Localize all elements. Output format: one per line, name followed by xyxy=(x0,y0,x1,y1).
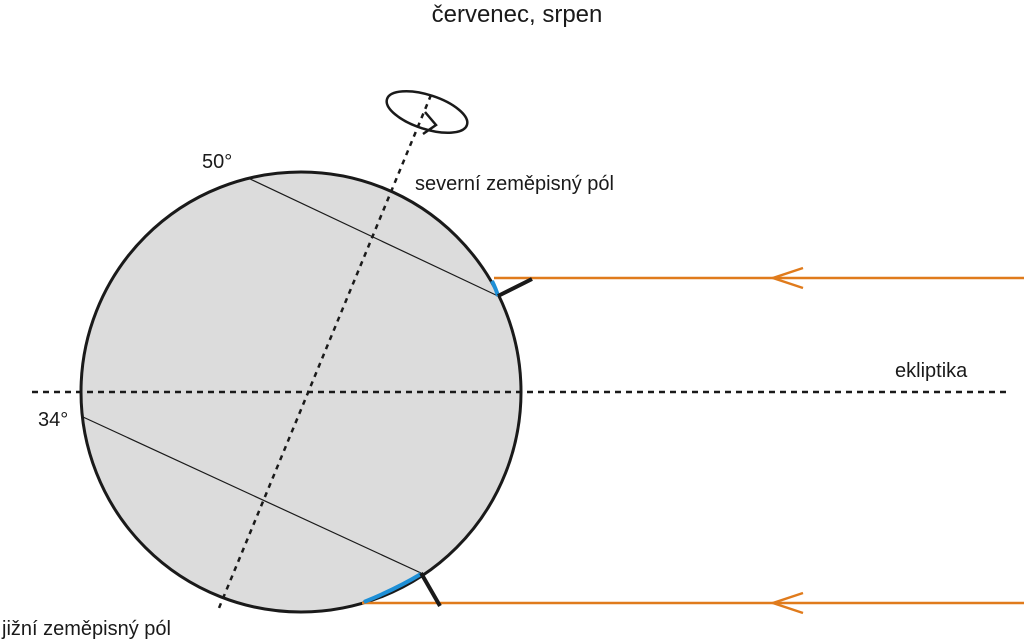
latitude-50-label: 50° xyxy=(202,151,232,173)
latitude-34-label: 34° xyxy=(38,409,68,431)
south-pole-label: jižní zeměpisný pól xyxy=(1,618,171,640)
ecliptic-label: ekliptika xyxy=(895,360,968,382)
rotation-arrow-icon xyxy=(385,90,469,136)
sun-ray-south xyxy=(362,591,1024,615)
surface-highlight-south xyxy=(363,572,423,604)
surface-marker-north xyxy=(497,277,533,298)
surface-marker-south xyxy=(419,572,442,607)
latitude-34-line xyxy=(82,416,422,574)
north-pole-label: severní zeměpisný pól xyxy=(415,173,614,195)
sun-ray-north xyxy=(494,266,1024,290)
diagram-title: červenec, srpen xyxy=(432,1,603,28)
earth-axis-line xyxy=(217,94,433,609)
